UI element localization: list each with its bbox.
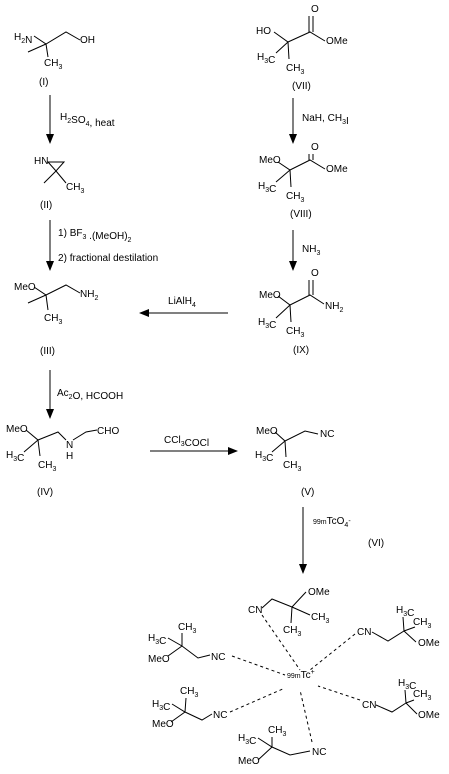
methyl-label: CH3 xyxy=(286,63,304,76)
compound-iv: MeO H3C CH3 N H CHO (IV) xyxy=(6,424,119,498)
methoxy-label: MeO xyxy=(259,290,281,301)
hydroxyl-label: OH xyxy=(80,35,95,46)
isocyanide-label: NC xyxy=(320,429,334,440)
amide-nh2-label: NH2 xyxy=(325,301,343,314)
reagent-iv-v: CCl3COCl xyxy=(164,435,209,449)
methyl-label: CH3 xyxy=(413,689,431,702)
carbonyl-o-label: O xyxy=(311,142,319,153)
isocyanide-label: NC xyxy=(213,710,227,721)
coordination-bond xyxy=(261,614,301,671)
methyl-label: H3C xyxy=(255,450,273,464)
formyl-label: CHO xyxy=(97,426,119,437)
methyl-label: CH3 xyxy=(286,191,304,204)
isonitrile-ligand-left-upper: H3C CH3 MeO NC xyxy=(148,622,225,665)
compound-label-v: (V) xyxy=(301,487,314,498)
methoxy-label: MeO xyxy=(152,719,174,730)
reagent-ii-iii-step2: 2) fractional destilation xyxy=(58,253,158,264)
methyl-label: H3C xyxy=(152,699,170,713)
methyl-label: CH3 xyxy=(283,460,301,473)
methyl-label: H3C xyxy=(258,181,276,195)
compound-label-iv: (IV) xyxy=(37,487,53,498)
coordination-bond xyxy=(229,687,286,713)
methyl-label: CH3 xyxy=(38,460,56,473)
compound-i: H2N OH CH3 (I) xyxy=(14,31,95,88)
methoxy-label: MeO xyxy=(238,756,260,767)
compound-ix: O MeO NH2 H3C CH3 (IX) xyxy=(258,268,343,356)
methyl-label: CH3 xyxy=(178,622,196,635)
carbonyl-o-label: O xyxy=(311,4,319,15)
compound-label-i: (I) xyxy=(39,77,48,88)
methyl-label: CH3 xyxy=(286,326,304,339)
methoxy-label: OMe xyxy=(418,710,440,721)
compound-ii: HN CH3 (II) xyxy=(34,156,84,211)
coordination-bond xyxy=(299,689,313,743)
methyl-label: H3C xyxy=(396,605,414,619)
coordination-bond xyxy=(317,685,361,701)
methoxy-label: OMe xyxy=(418,638,440,649)
methyl-label: CH3 xyxy=(311,612,329,625)
methyl-label: CH3 xyxy=(268,725,286,738)
isocyanide-label: NC xyxy=(312,747,326,758)
compound-label-vii: (VII) xyxy=(292,81,311,92)
methoxy-label: OMe xyxy=(326,164,348,175)
methoxy-label: MeO xyxy=(14,282,36,293)
technetium-center-label: 99mTc+ xyxy=(287,669,315,681)
compound-v: MeO H3C CH3 NC (V) xyxy=(255,426,334,498)
methyl-label: H3C xyxy=(258,317,276,331)
methyl-label: CH3 xyxy=(283,625,301,638)
carbonyl-o-label: O xyxy=(311,268,319,279)
reagent-v-vi: 99mTcO4- xyxy=(313,516,351,529)
compound-viii: O MeO OMe H3C CH3 (VIII) xyxy=(258,142,348,220)
methyl-label: CH3 xyxy=(44,313,62,326)
reagent-vii-viii: NaH, CH3I xyxy=(302,113,349,127)
coordination-bond xyxy=(231,655,286,676)
hydroxyl-label: HO xyxy=(256,26,271,37)
reagent-ii-iii-step1: 1) BF3 .(MeOH)2 xyxy=(58,228,132,244)
methyl-label: H3C xyxy=(6,450,24,464)
amine-label: NH2 xyxy=(80,289,98,302)
compound-label-ix: (IX) xyxy=(293,345,309,356)
compound-vii: O HO OMe H3C CH3 (VII) xyxy=(256,4,348,92)
compound-iii: MeO NH2 CH3 (III) xyxy=(14,282,98,357)
compound-label-ii: (II) xyxy=(40,200,52,211)
isonitrile-ligand-upper-right: CN H3C CH3 OMe xyxy=(357,605,440,649)
methyl-label: H3C xyxy=(398,678,416,692)
amide-h-label: H xyxy=(66,451,73,462)
methyl-label: H3C xyxy=(257,52,275,66)
aziridine-nh-label: HN xyxy=(34,156,48,167)
isocyanide-label: NC xyxy=(211,652,225,663)
isonitrile-ligand-right-lower: CN H3C CH3 OMe xyxy=(362,678,440,721)
compound-label-vi: (VI) xyxy=(368,538,384,549)
methyl-label: H3C xyxy=(148,633,166,647)
isocyanide-label: CN xyxy=(357,627,371,638)
methyl-label: H3C xyxy=(238,733,256,747)
reagent-i-ii: H2SO4, heat xyxy=(60,112,115,129)
reagent-iii-iv: Ac2O, HCOOH xyxy=(57,388,123,402)
methoxy-label: MeO xyxy=(256,426,278,437)
methoxy-label: MeO xyxy=(148,654,170,665)
methoxy-label: OMe xyxy=(308,587,330,598)
reagent-ix-iii: LiAlH4 xyxy=(168,296,196,309)
isocyanide-label: CN xyxy=(248,605,262,616)
methoxy-label: MeO xyxy=(6,424,28,435)
coordination-bond xyxy=(309,633,356,671)
amine-label: H2N xyxy=(14,32,32,46)
isocyanide-label: CN xyxy=(362,700,376,711)
compound-label-viii: (VIII) xyxy=(290,209,312,220)
methyl-label: CH3 xyxy=(44,58,62,71)
reagent-viii-ix: NH3 xyxy=(302,244,320,257)
isonitrile-ligand-top: CN OMe CH3 CH3 xyxy=(248,587,330,638)
methoxy-label: MeO xyxy=(259,155,281,166)
compound-label-iii: (III) xyxy=(40,346,55,357)
methoxy-label: OMe xyxy=(326,36,348,47)
compound-vi-complex: 99mTc+ CN OMe CH3 CH3 CN H3C CH3 OMe H3C… xyxy=(148,587,440,767)
methyl-label: CH3 xyxy=(413,617,431,630)
amide-n-label: N xyxy=(66,440,73,451)
isonitrile-ligand-left-lower: H3C CH3 MeO NC xyxy=(152,686,227,730)
isonitrile-ligand-bottom: H3C CH3 MeO NC xyxy=(238,725,326,767)
methyl-label: CH3 xyxy=(180,686,198,699)
methyl-label: CH3 xyxy=(66,182,84,195)
